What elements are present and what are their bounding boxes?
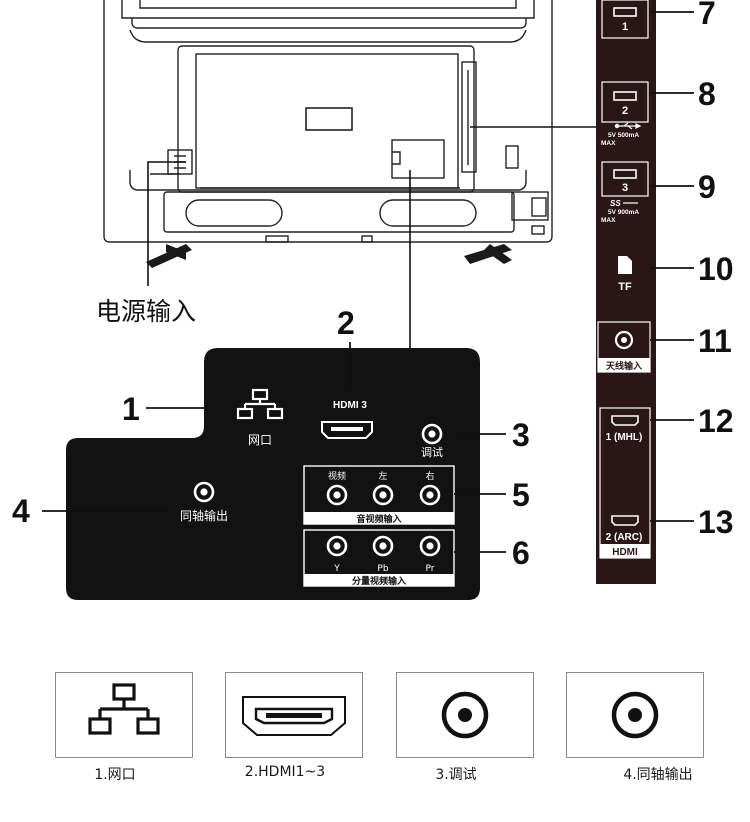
tv-back	[103, 0, 553, 243]
side-callout-lines	[650, 11, 694, 522]
hdmi1-label: 1 (MHL)	[606, 432, 643, 443]
callout-6: 6	[512, 535, 530, 571]
usb2-max: MAX	[601, 140, 616, 147]
antenna-input-port: 天线输入	[597, 321, 651, 373]
legend-card-coax	[566, 672, 704, 758]
usb2-spec: 5V 500mA	[608, 132, 639, 139]
callout-3: 3	[512, 417, 530, 453]
hdmi1-port-icon	[611, 415, 639, 426]
usb3-ss-logo: SS	[610, 199, 621, 208]
hdmi3-port-icon	[321, 421, 373, 439]
legend-card-hdmi	[225, 672, 363, 758]
port-panel	[66, 348, 480, 600]
av-input-caption: 音视频输入	[356, 513, 401, 525]
legend-caption-coax: 4.同轴输出	[623, 767, 693, 783]
side-hdmi-logo: HDMI	[612, 547, 638, 558]
av-label-right: 右	[425, 470, 434, 482]
legend-caption-hdmi: 2.HDMI1~3	[244, 764, 326, 780]
usb3-spec: 5V 900mA	[608, 209, 639, 216]
callout-5: 5	[512, 477, 530, 513]
component-input-group: Y Pb Pr 分量视频输入	[303, 529, 455, 587]
av-label-left: 左	[378, 470, 387, 482]
callout-7: 7	[698, 0, 716, 31]
av-input-group: 视频 左 右 音视频输入	[303, 465, 455, 525]
usb2-port: 2 5V 500mA MAX	[601, 81, 649, 147]
component-label-pb: Pb	[377, 564, 388, 574]
usb3-max: MAX	[601, 217, 616, 224]
antenna-input-label: 天线输入	[606, 360, 642, 372]
callout-13: 13	[698, 504, 734, 540]
callout-10: 10	[698, 251, 734, 287]
debug-label: 调试	[421, 446, 443, 459]
coax-jack-icon	[611, 691, 659, 739]
component-label-y: Y	[333, 564, 340, 574]
callout-11: 11	[698, 323, 732, 359]
tf-card-slot-icon	[618, 256, 632, 274]
main-callout-lines	[42, 342, 506, 553]
callout-2: 2	[337, 305, 355, 341]
legend-caption-debug: 3.调试	[435, 767, 477, 783]
network-port-label: 网口	[248, 433, 272, 447]
side-port-panel	[596, 0, 656, 584]
usb3-number: 3	[622, 182, 628, 194]
hdmi2-port-icon	[611, 515, 639, 526]
callout-9: 9	[698, 169, 716, 205]
usb2-number: 2	[622, 105, 628, 117]
tf-label: TF	[618, 281, 632, 293]
side-hdmi-group: 1 (MHL) 2 (ARC) HDMI	[599, 407, 651, 559]
callout-4: 4	[12, 493, 30, 529]
component-label-pr: Pr	[426, 564, 435, 574]
callout-1: 1	[122, 391, 140, 427]
legend-card-network	[55, 672, 193, 758]
av-label-video: 视频	[328, 470, 346, 482]
network-port-icon	[236, 388, 284, 420]
hdmi2-label: 2 (ARC)	[606, 532, 643, 543]
hdmi3-logo: HDMI 3	[333, 400, 367, 411]
legend-card-debug	[396, 672, 534, 758]
usb1-number: 1	[622, 21, 628, 33]
legend-caption-network: 1.网口	[94, 767, 136, 783]
usb1-port: 1	[601, 0, 649, 39]
coax-jack-icon	[441, 691, 489, 739]
callout-8: 8	[698, 76, 716, 112]
tv-stands	[146, 244, 512, 268]
usb-trident-icon	[614, 122, 642, 130]
coax-output-label: 同轴输出	[180, 508, 228, 523]
hdmi-port-icon	[242, 696, 346, 736]
callout-12: 12	[698, 403, 734, 439]
component-input-caption: 分量视频输入	[352, 575, 406, 587]
network-icon	[88, 683, 160, 735]
usb3-port: 3 SS 5V 900mA MAX	[601, 161, 649, 224]
power-input-label: 电源输入	[96, 297, 196, 326]
leader-lines	[147, 126, 596, 348]
